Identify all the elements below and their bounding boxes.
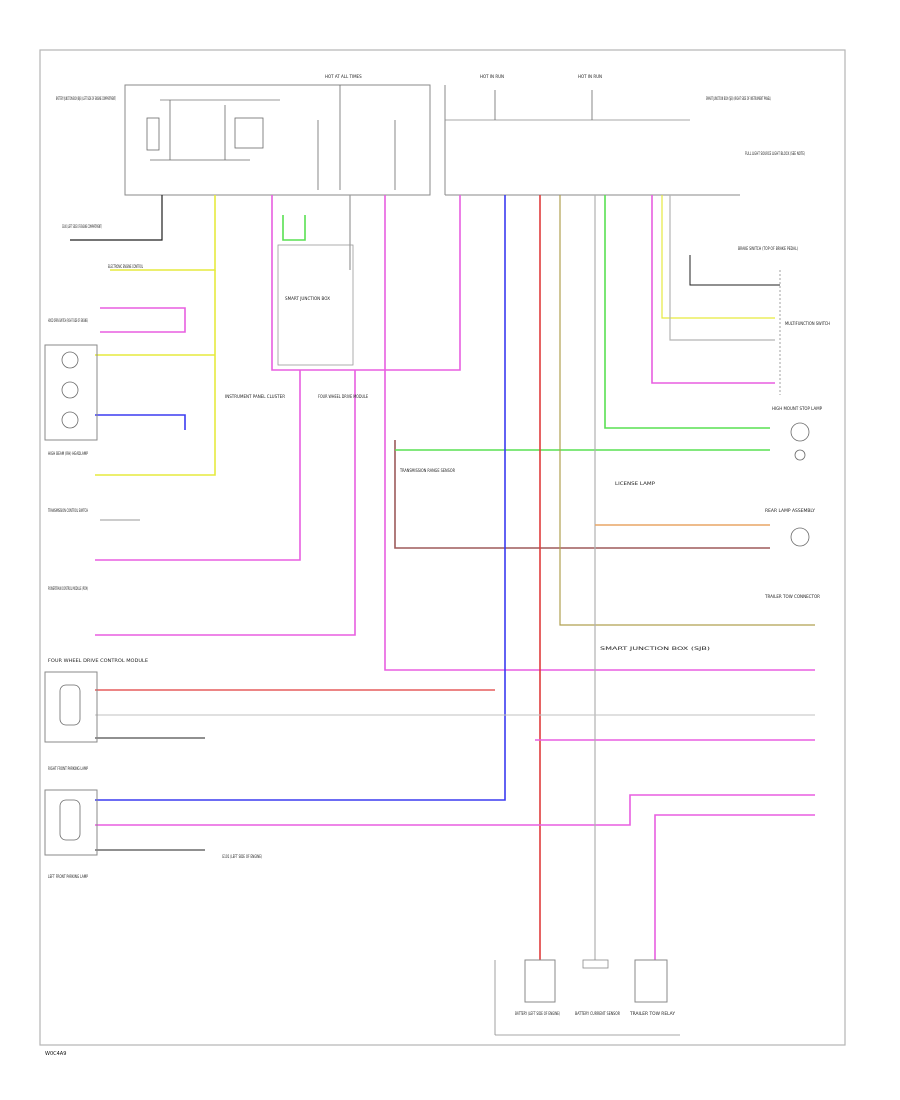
lamp-icon (59, 684, 81, 726)
right-components: BRAKE SWITCH (TOP OF BRAKE PEDAL) MULTIF… (600, 246, 830, 651)
left-label-g101: G101 (LEFT SIDE OF ENGINE) (222, 854, 262, 859)
wire-gray-brake (669, 195, 775, 341)
wire-yellow-2 (95, 270, 216, 476)
wire-green-hmsl (604, 195, 770, 429)
left-label-rf-parking: RIGHT FRONT PARKING LAMP (48, 766, 88, 771)
wire-pink-trailer (654, 814, 815, 960)
wire-pink-1 (271, 195, 461, 371)
bottom-label-sensor: BATTERY CURRENT SENSOR (575, 1011, 620, 1016)
hot-at-label-2: HOT IN RUN (480, 74, 504, 79)
right-label-sjb-lower: SMART JUNCTION BOX (SJB) (600, 646, 711, 651)
wire-black-ground-g100 (70, 195, 163, 241)
lamp-icon (59, 799, 81, 841)
license-lamp-icon (794, 449, 806, 461)
sjb-title: SMART JUNCTION BOX (SJB) (RIGHT SIDE OF … (706, 96, 771, 101)
component-rh-parking-lamp (44, 671, 98, 743)
center-label-4wd: FOUR WHEEL DRIVE MODULE (318, 394, 368, 399)
right-label-hmsl: HIGH MOUNT STOP LAMP (772, 406, 823, 411)
component-lf-parking-lamp (44, 789, 98, 856)
bottom-components: BATTERY (LEFT SIDE OF ENGINE) BATTERY CU… (494, 959, 680, 1036)
component-headlamp (44, 344, 98, 441)
left-label-tcs: TRANSMISSION CONTROL SWITCH (47, 508, 88, 513)
bottom-label-relay: TRAILER TOW RELAY (629, 1011, 676, 1016)
wire-blue-left (95, 414, 186, 430)
battery-junction-box (124, 84, 431, 196)
left-components: G100 (LEFT SIDE OF ENGINE COMPARTMENT) E… (44, 224, 262, 879)
hot-at-label-1: HOT AT ALL TIMES (325, 74, 362, 79)
component-battery (524, 959, 556, 1003)
sjb-note: FULL LIGHT SOURCE LIGHT BLOCK (SEE NOTE) (745, 151, 805, 156)
left-label-eec: ELECTRONIC ENGINE CONTROL (108, 264, 143, 269)
smart-junction-box (444, 85, 740, 196)
wire-pink-multi (651, 195, 775, 384)
left-label-pcm: POWERTRAIN CONTROL MODULE (PCM) (48, 586, 88, 591)
left-label-headlamp: HIGH BEAM (RH) HEADLAMP (48, 451, 88, 456)
right-label-brake-switch: BRAKE SWITCH (TOP OF BRAKE PEDAL) (738, 246, 798, 251)
wire-pink-4wd (95, 370, 356, 636)
center-label-trs: TRANSMISSION RANGE SENSOR (399, 468, 455, 473)
wire-pink-pcm (95, 370, 301, 561)
bottom-label-battery: BATTERY (LEFT SIDE OF ENGINE) (515, 1011, 560, 1016)
center-labels: SMART JUNCTION BOX INSTRUMENT PANEL CLUS… (225, 244, 455, 473)
bulb-icon (61, 411, 79, 429)
center-label-ipc: INSTRUMENT PANEL CLUSTER (225, 394, 285, 399)
right-label-rear-lamp: REAR LAMP ASSEMBLY (765, 508, 816, 513)
wire-yellow-brake (661, 195, 775, 319)
rear-lamp-icon (790, 527, 810, 547)
wire-pink-lf2 (95, 794, 815, 826)
left-label-hood-switch: HOOD OPEN SWITCH (RIGHT SIDE OF ENGINE) (48, 318, 88, 323)
hmsl-icon (790, 422, 810, 442)
wire-olive (559, 195, 815, 626)
wire-brown-1 (394, 440, 770, 549)
wire-pink-2 (384, 195, 815, 671)
right-label-multifunction: MULTIFUNCTION SWITCH (785, 321, 830, 326)
diagram-code: W0C4A9 (45, 1051, 66, 1057)
bulb-icon (61, 351, 79, 369)
wire-black-brake (689, 255, 780, 286)
bjb-title: BATTERY JUNCTION BOX (BJB) (LEFT SIDE OF… (56, 96, 116, 101)
wire-blue (95, 195, 506, 801)
wires (70, 195, 815, 960)
component-current-sensor (582, 959, 609, 969)
wire-green-1 (282, 215, 306, 241)
wire-pink-left-upper (100, 307, 186, 333)
bulb-icon (61, 381, 79, 399)
left-label-4wd: FOUR WHEEL DRIVE CONTROL MODULE (48, 658, 149, 663)
right-label-license: LICENSE LAMP (615, 481, 656, 486)
component-trailer-relay (634, 959, 668, 1003)
center-label-sjb: SMART JUNCTION BOX (285, 296, 330, 301)
left-label-g100: G100 (LEFT SIDE OF ENGINE COMPARTMENT) (62, 224, 102, 229)
center-box (277, 244, 354, 366)
right-label-trailer: TRAILER TOW CONNECTOR (764, 594, 820, 599)
hot-at-label-3: HOT IN RUN (578, 74, 602, 79)
left-label-lf-parking: LEFT FRONT PARKING LAMP (48, 874, 88, 879)
